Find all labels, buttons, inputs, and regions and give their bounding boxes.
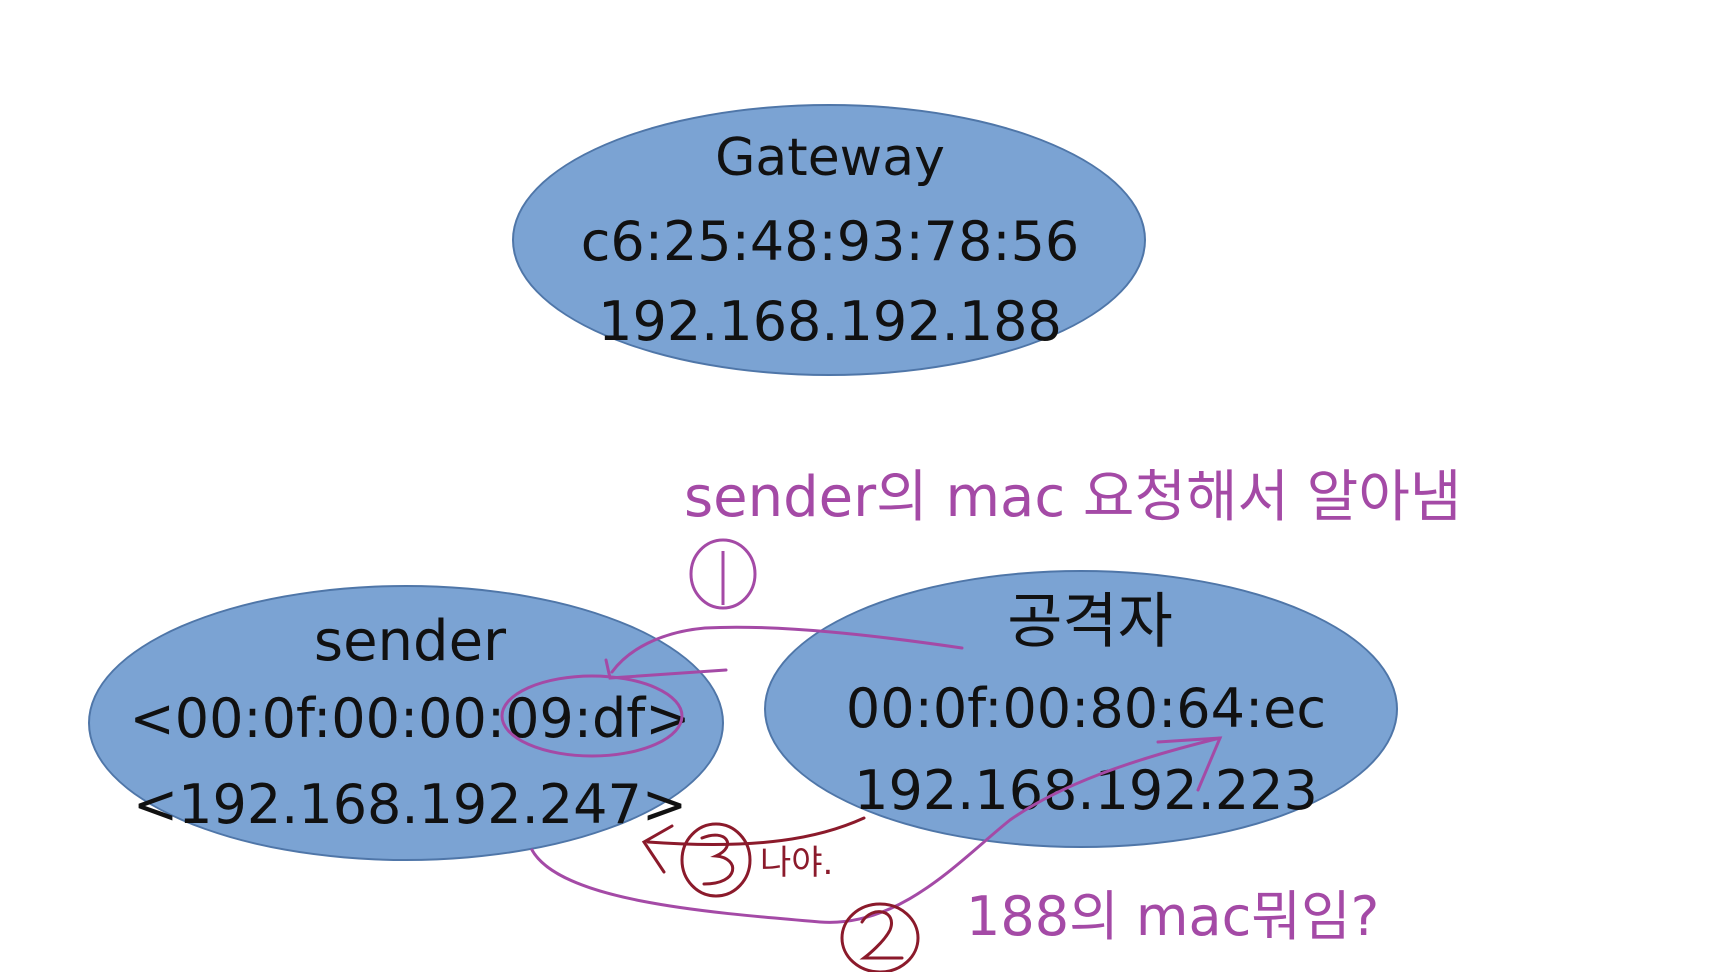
sender-node <box>88 585 724 861</box>
step1-arrow <box>610 625 964 674</box>
step3-number-mark <box>700 833 735 886</box>
gateway-ip: 192.168.192.188 <box>598 290 1062 353</box>
gateway-node <box>512 104 1146 376</box>
step3-circle <box>680 822 752 898</box>
mac-highlight-circle <box>500 674 684 758</box>
step2-circle <box>840 902 920 972</box>
sender-name: sender <box>313 609 507 674</box>
step3-arrow <box>646 816 866 846</box>
step2-annotation: 188의 mac뭐임? <box>966 885 1380 948</box>
step1-circle <box>689 538 757 610</box>
attacker-mac: 00:0f:00:80:64:ec <box>845 677 1327 740</box>
attacker-ip: 192.168.192.223 <box>854 759 1318 822</box>
step1-arrowhead <box>604 658 728 680</box>
step2-arrow <box>530 736 1222 924</box>
step2-number-mark <box>859 910 904 960</box>
sender-ip: <192.168.192.247> <box>132 773 688 836</box>
gateway-mac: c6:25:48:93:78:56 <box>580 210 1080 273</box>
step2-arrowhead <box>1156 736 1223 792</box>
gateway-name: Gateway <box>715 128 945 188</box>
sender-mac: <00:0f:00:00:09:df> <box>129 687 691 750</box>
step3-annotation: 나야. <box>760 843 834 883</box>
step3-arrowhead <box>641 824 674 874</box>
step1-annotation: sender의 mac 요청해서 알아냄 <box>684 465 1462 530</box>
attacker-node <box>764 570 1398 848</box>
attacker-name: 공격자 <box>1007 587 1173 657</box>
